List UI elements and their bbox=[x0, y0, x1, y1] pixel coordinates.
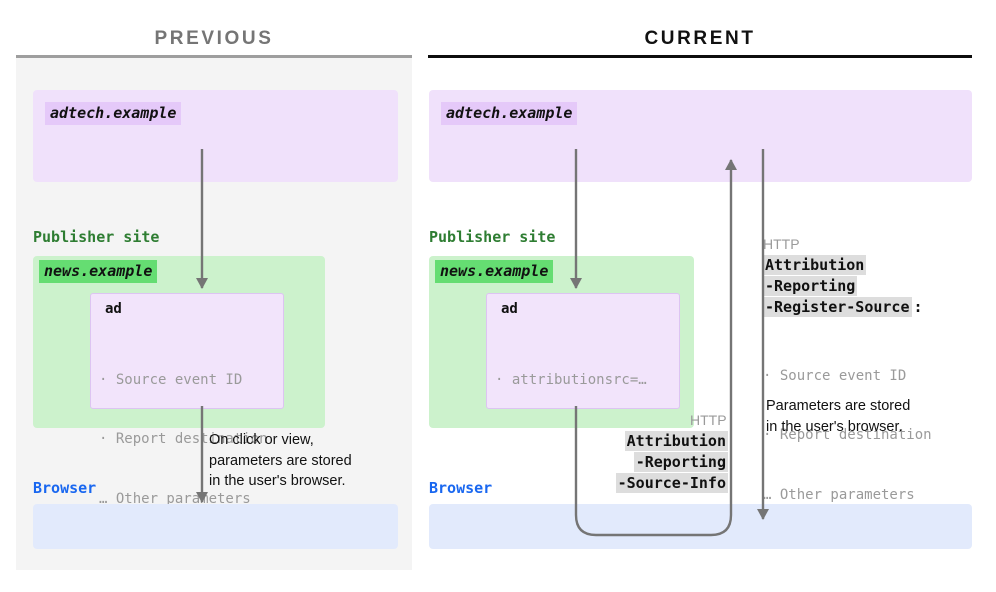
response-header-text: Attribution bbox=[763, 255, 867, 275]
ad-param-row: … Other parameters bbox=[99, 491, 251, 507]
current-response-header-lines: Attribution -Reporting -Register-Source: bbox=[763, 255, 925, 317]
response-header-text: -Reporting bbox=[763, 276, 858, 296]
current-request-protocol: HTTP bbox=[690, 412, 727, 428]
current-request-header-lines: Attribution -Reporting -Source-Info bbox=[520, 431, 728, 493]
ad-param-row: · attributionsrc=… bbox=[495, 371, 647, 388]
current-ad-title: ad bbox=[501, 301, 518, 317]
current-note: Parameters are stored in the user's brow… bbox=[766, 398, 911, 435]
previous-ad-box bbox=[90, 293, 284, 409]
request-header-line: -Source-Info bbox=[520, 473, 728, 493]
current-ad-params: · attributionsrc=… bbox=[495, 331, 647, 430]
current-browser-label: Browser bbox=[429, 479, 493, 497]
previous-browser-label: Browser bbox=[33, 479, 97, 497]
response-header-line: Attribution bbox=[763, 255, 925, 275]
previous-note: On click or view, parameters are stored … bbox=[209, 432, 352, 490]
previous-ad-params: · Source event ID · Report destination …… bbox=[99, 331, 268, 550]
current-adtech-chip: adtech.example bbox=[441, 102, 578, 125]
response-header-line: -Reporting bbox=[763, 276, 925, 296]
response-header-colon: : bbox=[913, 298, 923, 316]
response-param-row: · Report destination bbox=[763, 427, 932, 444]
previous-ad-title: ad bbox=[105, 301, 122, 317]
current-response-params: · Source event ID · Report destination …… bbox=[763, 327, 932, 546]
request-header-text: -Reporting bbox=[633, 452, 728, 472]
request-header-text: Attribution bbox=[624, 431, 728, 451]
previous-publisher-label: Publisher site bbox=[33, 228, 160, 246]
current-news-chip: news.example bbox=[435, 260, 554, 283]
ad-param-row: · Source event ID bbox=[99, 371, 243, 388]
current-browser-band bbox=[429, 504, 972, 549]
request-header-text: -Source-Info bbox=[615, 473, 728, 493]
column-rule-current bbox=[428, 55, 972, 58]
column-rule-previous bbox=[16, 55, 412, 58]
previous-news-chip: news.example bbox=[39, 260, 158, 283]
request-header-line: Attribution bbox=[520, 431, 728, 451]
response-param-row: … Other parameters bbox=[763, 487, 915, 503]
response-header-text: -Register-Source bbox=[763, 297, 912, 317]
current-publisher-label: Publisher site bbox=[429, 228, 556, 246]
request-header-line: -Reporting bbox=[520, 452, 728, 472]
current-response-protocol: HTTP bbox=[763, 236, 800, 252]
previous-adtech-chip: adtech.example bbox=[45, 102, 182, 125]
column-title-previous: PREVIOUS bbox=[154, 28, 274, 49]
response-param-row: · Source event ID bbox=[763, 367, 907, 384]
previous-browser-band bbox=[33, 504, 398, 549]
column-title-current: CURRENT bbox=[644, 28, 756, 49]
ad-param-row: · Report destination bbox=[99, 431, 268, 448]
response-header-line: -Register-Source: bbox=[763, 297, 925, 317]
